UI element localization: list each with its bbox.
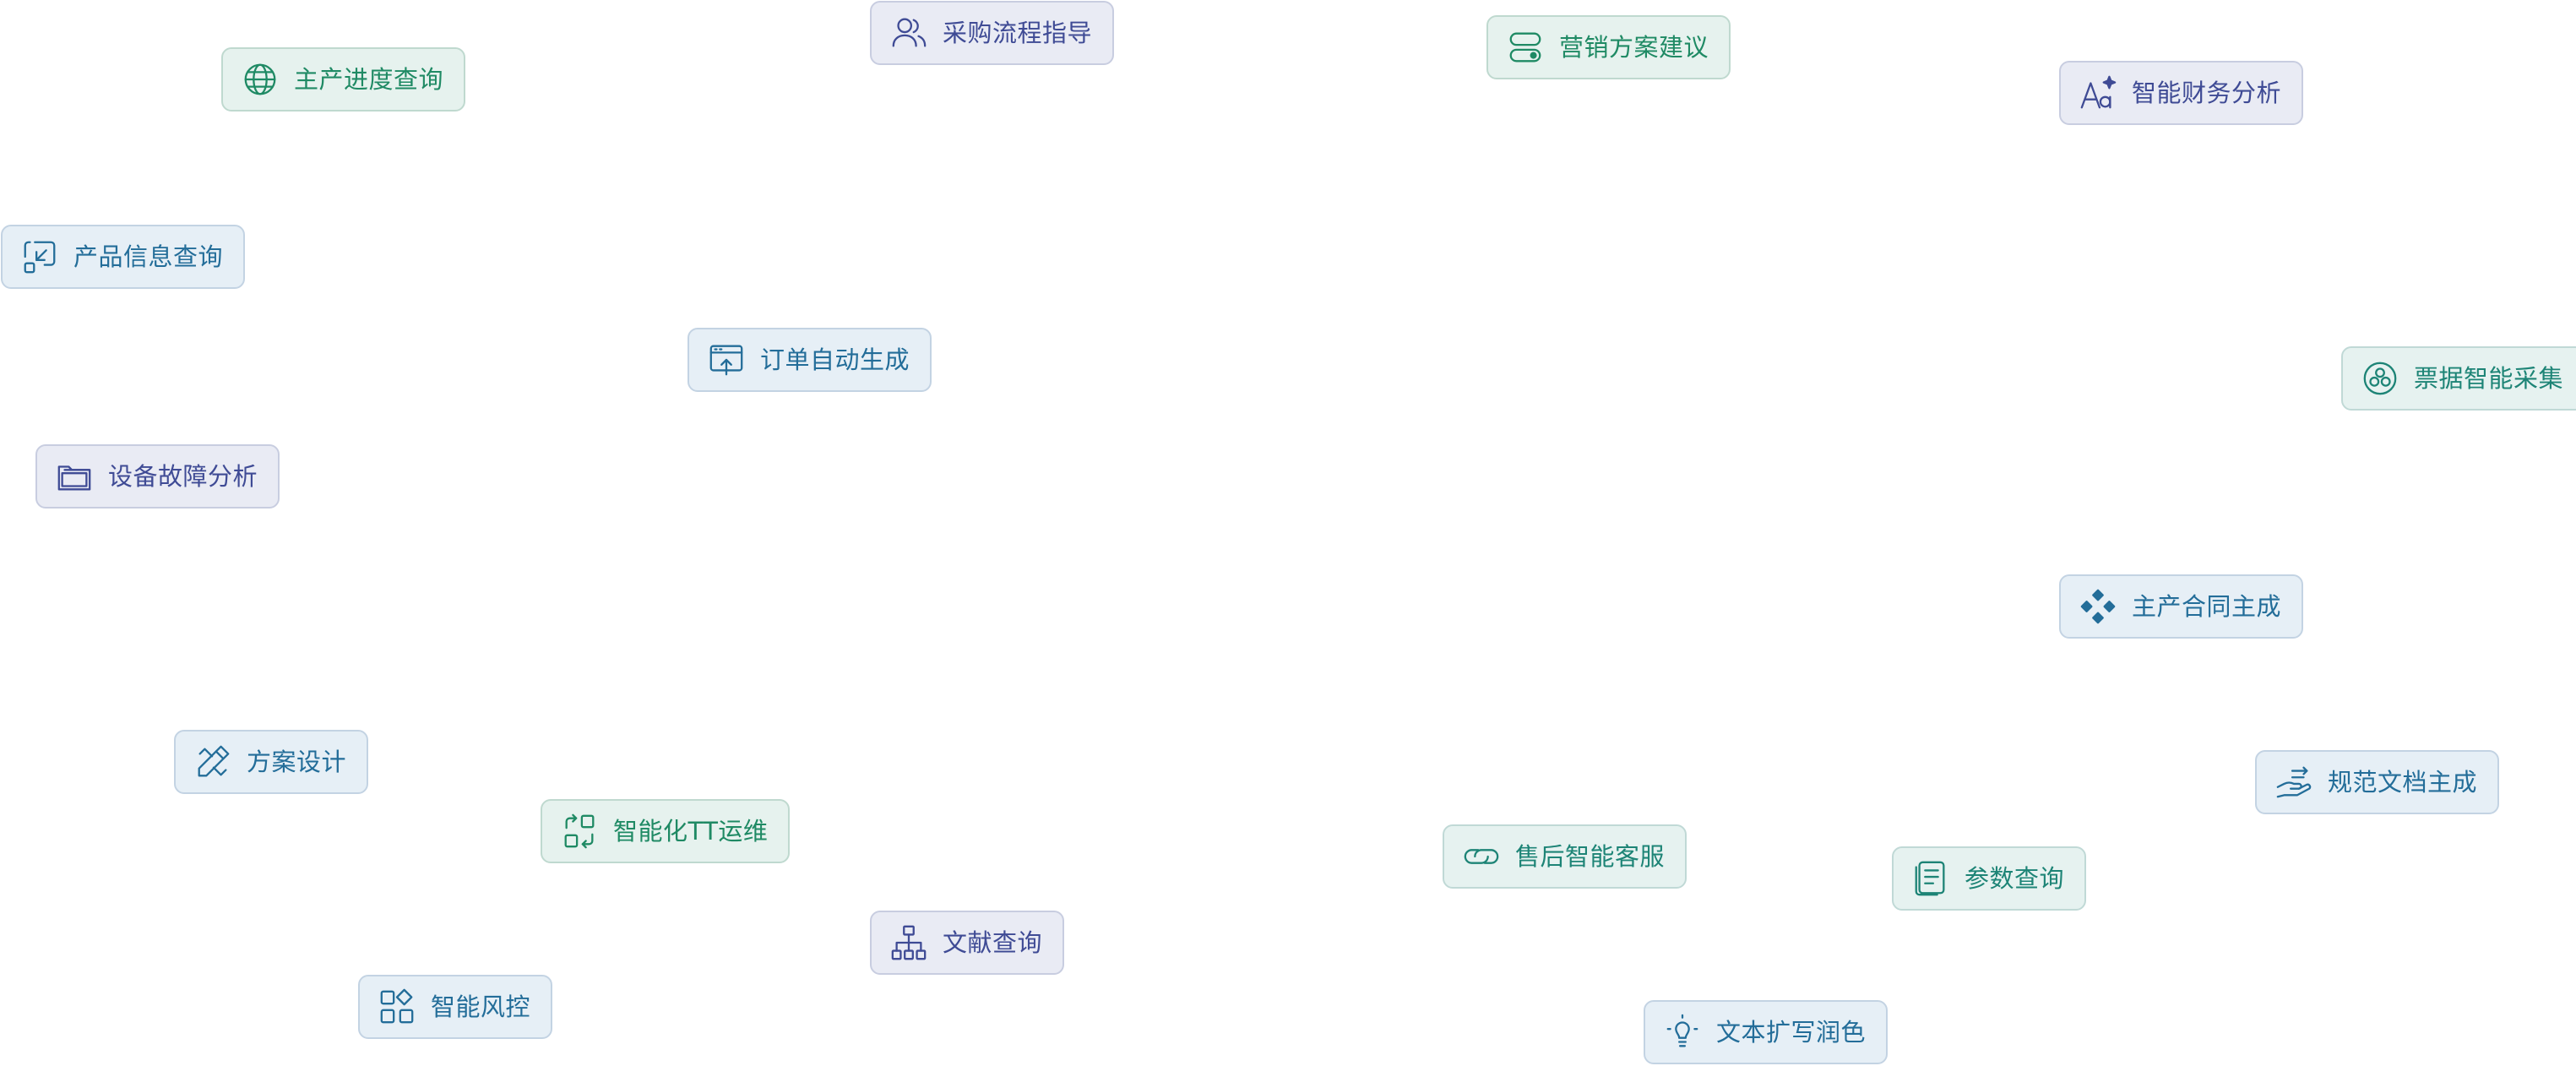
diamonds-cluster-icon (2078, 586, 2118, 627)
chip-label: 方案设计 (247, 747, 347, 776)
chip-after-sales[interactable]: 售后智能客服 (1443, 824, 1687, 889)
chip-marketing-plan[interactable]: 营销方案建议 (1486, 15, 1731, 79)
apps-grid-icon (377, 987, 417, 1027)
chip-risk-control[interactable]: 智能风控 (358, 975, 553, 1039)
chip-label: 采购流程指导 (943, 18, 1093, 47)
chip-label: 参数查询 (1965, 863, 2065, 893)
swap-squares-icon (559, 811, 600, 851)
chip-text-polish[interactable]: 文本扩写润色 (1644, 1000, 1889, 1064)
chip-literature-query[interactable]: 文献查询 (870, 911, 1065, 975)
chip-it-ops[interactable]: 智能化TT运维 (541, 799, 791, 863)
chip-production-contract[interactable]: 主产合同主成 (2059, 574, 2304, 639)
chip-label: 票据智能采集 (2414, 363, 2564, 393)
chip-label: 智能财务分析 (2132, 78, 2282, 107)
chip-spec-doc[interactable]: 规范文档主成 (2255, 750, 2500, 814)
chip-label: 智能化TT运维 (613, 816, 769, 846)
chip-production-progress[interactable]: 主产进度查询 (221, 47, 466, 111)
chip-parameter-query[interactable]: 参数查询 (1892, 846, 2087, 911)
chip-label: 营销方案建议 (1559, 32, 1709, 62)
chip-solution-design[interactable]: 方案设计 (174, 730, 369, 794)
chip-label: 订单自动生成 (760, 345, 910, 374)
lightbulb-icon (1662, 1012, 1703, 1052)
users-icon (889, 13, 929, 53)
chip-procurement-guide[interactable]: 采购流程指导 (870, 1, 1115, 65)
chip-label: 规范文档主成 (2328, 767, 2478, 797)
chip-label: 产品信息查询 (73, 242, 224, 271)
document-list-icon (1910, 858, 1951, 899)
toggle-stack-icon (1505, 27, 1546, 68)
chip-label: 主产合同主成 (2132, 591, 2282, 621)
chip-equipment-fault[interactable]: 设备故障分析 (35, 444, 280, 509)
chip-label: 主产进度查询 (294, 64, 444, 94)
shrink-arrow-icon (19, 237, 60, 277)
chip-label: 文本扩写润色 (1716, 1017, 1867, 1047)
link-icon (1461, 836, 1502, 877)
chip-label: 设备故障分析 (108, 461, 258, 491)
chip-label: 智能风控 (431, 992, 531, 1021)
folder-icon (54, 456, 95, 497)
screen-upload-icon (706, 340, 747, 380)
pencil-ruler-icon (193, 742, 233, 782)
chip-bill-collection[interactable]: 票据智能采集 (2341, 346, 2576, 411)
globe-icon (240, 59, 280, 100)
cells-circle-icon (2360, 358, 2400, 399)
chip-label: 文献查询 (943, 927, 1043, 957)
chip-financial-analysis[interactable]: 智能财务分析 (2059, 61, 2304, 125)
chip-product-info[interactable]: 产品信息查询 (1, 225, 246, 289)
hierarchy-icon (889, 922, 929, 963)
hand-give-icon (2274, 762, 2314, 802)
chip-label: 售后智能客服 (1515, 841, 1666, 871)
font-sparkle-icon (2078, 73, 2118, 113)
chip-order-generate[interactable]: 订单自动生成 (687, 328, 932, 392)
